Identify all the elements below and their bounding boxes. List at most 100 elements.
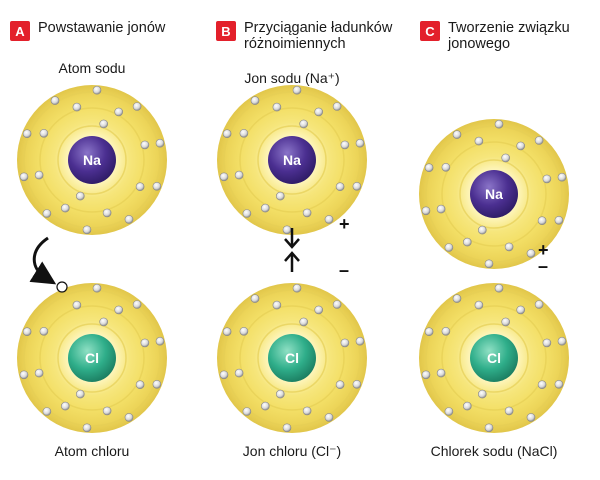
sodium-atom-a-electron-17: [92, 85, 102, 95]
chloride-ion-c-electron-9: [542, 338, 552, 348]
chloride-ion-c-electron-1: [477, 389, 487, 399]
chlorine-atom-a-electron-12: [82, 423, 92, 433]
chlorine-atom-a-nucleus: [68, 334, 116, 382]
sodium-ion-c-electron-14: [421, 206, 431, 216]
chloride-ion-b-shell-ring-3: [223, 289, 361, 427]
chloride-ion-c-electron-12: [484, 423, 494, 433]
chlorine-atom-a-electron-1: [76, 389, 85, 399]
negative-charge-sign-c: –: [538, 256, 548, 276]
sodium-ion-c-electron-2: [501, 153, 511, 163]
chloride-ion-b-electron-11: [324, 413, 334, 422]
chlorine-atom-a-electron-10: [135, 380, 145, 390]
sodium-atom-a-nucleus: [68, 136, 116, 184]
chlorine-atom-a-electron-9: [140, 338, 150, 348]
sodium-ion-b-nucleus: [268, 136, 316, 184]
chloride-ion-b-electron-19: [355, 336, 365, 346]
sodium-atom-a: Na: [17, 85, 167, 235]
chloride-ion-c-electron-15: [424, 327, 434, 337]
chloride-ion-b-electron-12: [282, 423, 292, 433]
chloride-ion-c-electron-2: [501, 317, 511, 327]
chlorine-atom-a-shell-ring-2: [39, 305, 145, 411]
sodium-atom-a-electron-5: [34, 170, 44, 180]
chloride-ion-b-electron-7: [272, 300, 282, 310]
sodium-ion-b-symbol: Na: [283, 152, 301, 168]
sodium-ion-c-electron-16: [452, 130, 462, 139]
chlorine-atom-a-electron-3: [102, 406, 112, 416]
chloride-ion-c-electron-5: [436, 368, 446, 378]
sodium-ion-c-electron-18: [534, 136, 544, 145]
sodium-atom-a-electron-1: [76, 191, 85, 201]
chlorine-atom-a-shell-ring-1: [57, 323, 127, 393]
sodium-atom-a-electron-6: [39, 129, 49, 138]
sodium-ion-c-electron-1: [477, 225, 487, 235]
sodium-ion-b-electron-2: [299, 119, 309, 129]
sodium-ion-b-electron-8: [314, 107, 324, 117]
chloride-ion-c-shell-ring-3: [425, 289, 563, 427]
panel-c-title-line-2: jonowego: [448, 36, 511, 52]
caption-chlorine-atom: Atom chloru: [54, 443, 130, 459]
sodium-atom-a-electron-18: [132, 102, 142, 111]
chloride-ion-b-electron-17: [292, 283, 302, 293]
chloride-ion-b-electron-2: [299, 317, 309, 327]
sodium-atom-a-electron-12: [82, 225, 92, 235]
chloride-ion-c-electron-4: [462, 401, 472, 411]
sodium-ion-b-electron-19: [355, 138, 365, 148]
chlorine-atom-a-electron-7: [72, 300, 82, 310]
caption-chloride-ion: Jon chloru (Cl⁻): [242, 443, 342, 459]
sodium-ion-b-electron-16: [250, 96, 260, 105]
sodium-ion-b-electron-11: [324, 215, 334, 224]
sodium-ion-c-electron-4: [462, 237, 472, 247]
sodium-ion-c-electron-13: [444, 243, 454, 252]
chloride-ion-b-electron-18: [332, 300, 342, 309]
chlorine-atom-a-electron-8: [114, 305, 123, 315]
attraction-arrows-icon: [284, 228, 300, 272]
chlorine-atom-a-electron-14: [19, 370, 29, 380]
sodium-ion-c-nucleus: [470, 170, 518, 218]
sodium-ion-b-shell-ring-1: [257, 125, 327, 195]
chloride-ion-b-electron-4: [260, 401, 270, 411]
panel-a-header: A Powstawanie jonów: [10, 20, 165, 41]
sodium-ion-c-electron-5: [436, 204, 446, 214]
chloride-ion-b-electron-20: [352, 379, 362, 389]
chlorine-atom-a-electron-2: [99, 317, 108, 327]
sodium-ion-b-electron-6: [239, 129, 249, 138]
sodium-ion-b-electron-15: [222, 129, 232, 138]
sodium-ion-c-electron-3: [504, 242, 514, 252]
sodium-atom-a-electron-19: [155, 138, 165, 148]
sodium-atom-a-electron-3: [102, 208, 112, 218]
chloride-ion-c-nucleus: [470, 334, 518, 382]
chloride-ion-c-electron-19: [557, 336, 567, 346]
chlorine-atom-a-electron-19: [155, 336, 165, 346]
sodium-ion-b: Na: [217, 85, 367, 235]
chloride-ion-b-electron-3: [302, 406, 312, 416]
chloride-ion-b-electron-8: [314, 305, 324, 315]
extras-layer: + – + –: [29, 214, 549, 293]
chloride-ion-b-symbol: Cl: [285, 350, 299, 366]
sodium-ion-b-electron-4: [260, 203, 270, 213]
sodium-atom-a-shell-ring-2: [39, 107, 145, 213]
panel-c-header: C Tworzenie związku jonowego: [420, 20, 570, 52]
empty-electron-circle-icon: [56, 281, 68, 293]
sodium-atom-a-shell-ring-1: [57, 125, 127, 195]
sodium-atom-a-electron-10: [135, 182, 145, 191]
panel-c-title: Tworzenie związku jonowego: [448, 20, 570, 52]
sodium-atom-a-electron-9: [140, 140, 150, 150]
chloride-ion-c: Cl: [419, 283, 569, 433]
sodium-ion-c-electron-9: [542, 174, 552, 184]
sodium-ion-b-electron-5: [234, 170, 244, 180]
chloride-ion-c-shell-ring-2: [441, 305, 547, 411]
panel-b-header: B Przyciąganie ładunków różnoimiennych: [216, 20, 392, 52]
chloride-ion-b: Cl: [217, 283, 367, 433]
sodium-atom-a-electron-20: [152, 182, 162, 191]
chloride-ion-c-electron-8: [516, 305, 526, 315]
panel-c-title-line-1: Tworzenie związku: [448, 20, 570, 36]
positive-charge-sign-c: +: [538, 240, 549, 260]
sodium-atom-a-electron-13: [42, 209, 52, 218]
panel-a-badge: A: [10, 21, 30, 41]
sodium-ion-c-shell-ring-1: [459, 159, 529, 229]
chloride-ion-c-electron-20: [554, 379, 564, 389]
chloride-ion-b-electron-6: [239, 326, 249, 336]
chlorine-atom-a-electron-20: [152, 379, 162, 389]
caption-sodium-ion: Jon sodu (Na⁺): [244, 70, 340, 86]
